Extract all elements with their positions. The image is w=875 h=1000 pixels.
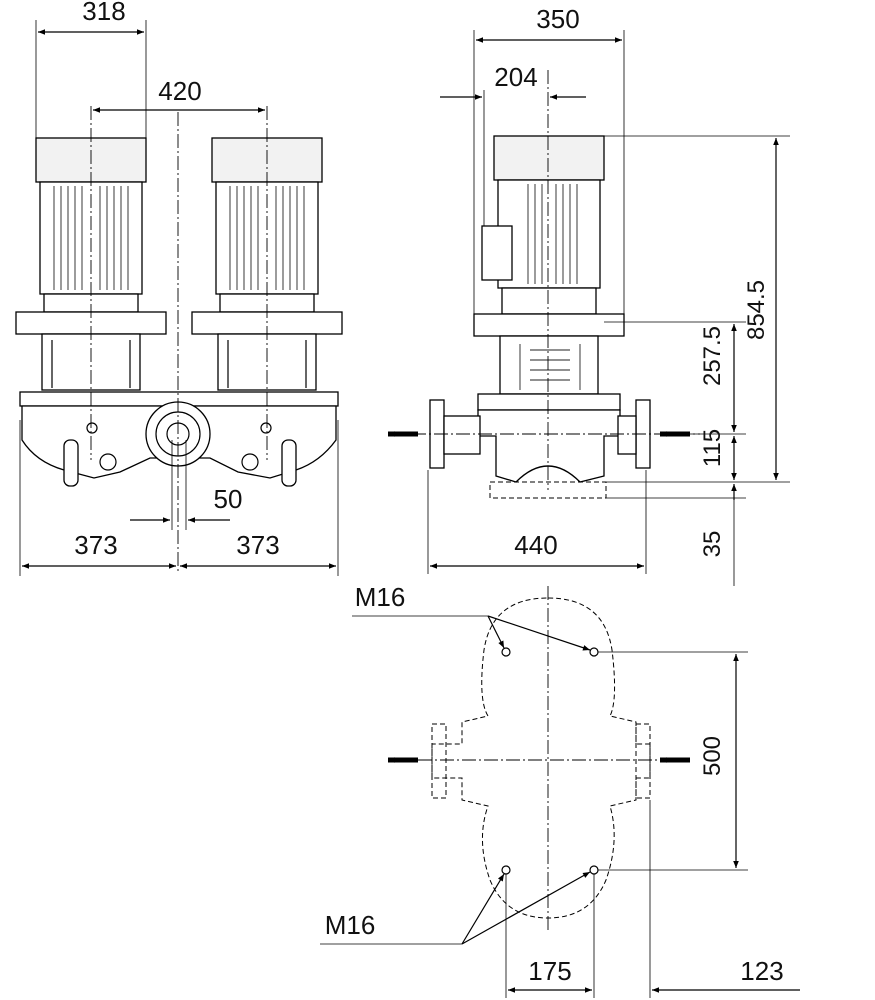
- pump-housing: [19, 391, 339, 487]
- dim-115: 115: [699, 429, 726, 467]
- dim-440: 440: [514, 530, 557, 560]
- dim-175: 175: [528, 956, 571, 986]
- dim-123: 123: [740, 956, 783, 986]
- dim-373-left: 373: [74, 530, 117, 560]
- dim-420: 420: [158, 76, 201, 106]
- side-view: [388, 30, 790, 586]
- footprint-view: [320, 586, 800, 998]
- dim-257-5: 257.5: [699, 326, 726, 386]
- dim-204: 204: [494, 62, 537, 92]
- dim-854-5: 854.5: [743, 280, 770, 340]
- dim-350: 350: [536, 4, 579, 34]
- front-view: [15, 20, 343, 576]
- dim-373-right: 373: [236, 530, 279, 560]
- dim-35: 35: [699, 531, 726, 558]
- dim-318: 318: [82, 0, 125, 26]
- dim-50: 50: [214, 484, 243, 514]
- label-m16-bottom: M16: [325, 910, 376, 940]
- dim-500: 500: [699, 736, 726, 776]
- label-m16-top: M16: [355, 582, 406, 612]
